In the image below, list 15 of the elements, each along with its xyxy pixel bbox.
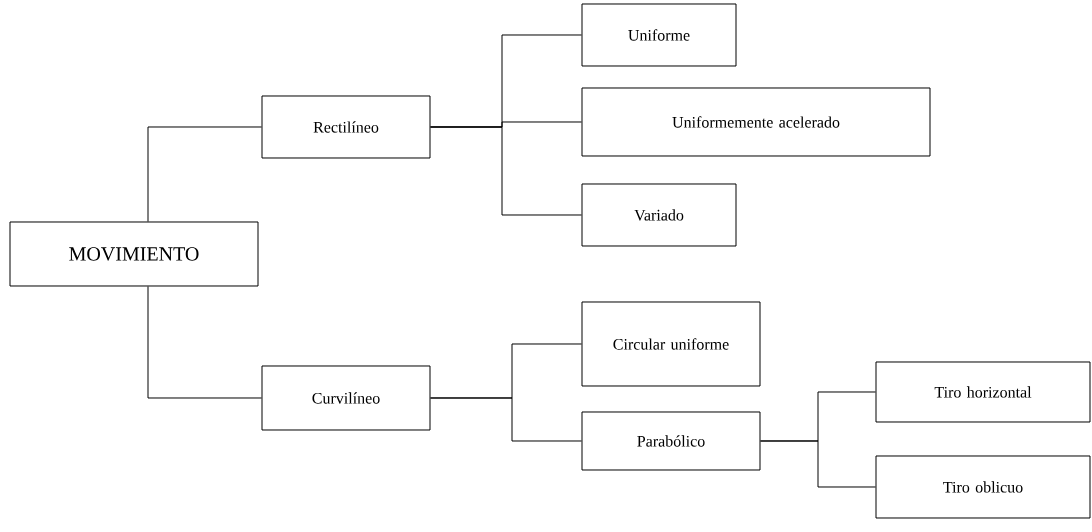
text-box: Uniforme <box>581 3 737 67</box>
connector-line <box>760 440 876 488</box>
text-box: Rectilíneo <box>261 95 431 159</box>
connector-line <box>430 126 582 216</box>
text-box: Parabólico <box>581 411 761 471</box>
text-box: Tiro oblicuo <box>875 455 1091 519</box>
connector-line <box>147 126 262 222</box>
connector-line <box>430 397 582 442</box>
text-box: Tiro horizontal <box>875 361 1091 423</box>
text-box: Uniformemente acelerado <box>581 87 931 157</box>
text-box: Circular uniforme <box>581 301 761 387</box>
text-box: Variado <box>581 183 737 247</box>
text-box: MOVIMIENTO <box>9 221 259 287</box>
text-box: Curvilíneo <box>261 365 431 431</box>
connector-line <box>147 286 262 399</box>
